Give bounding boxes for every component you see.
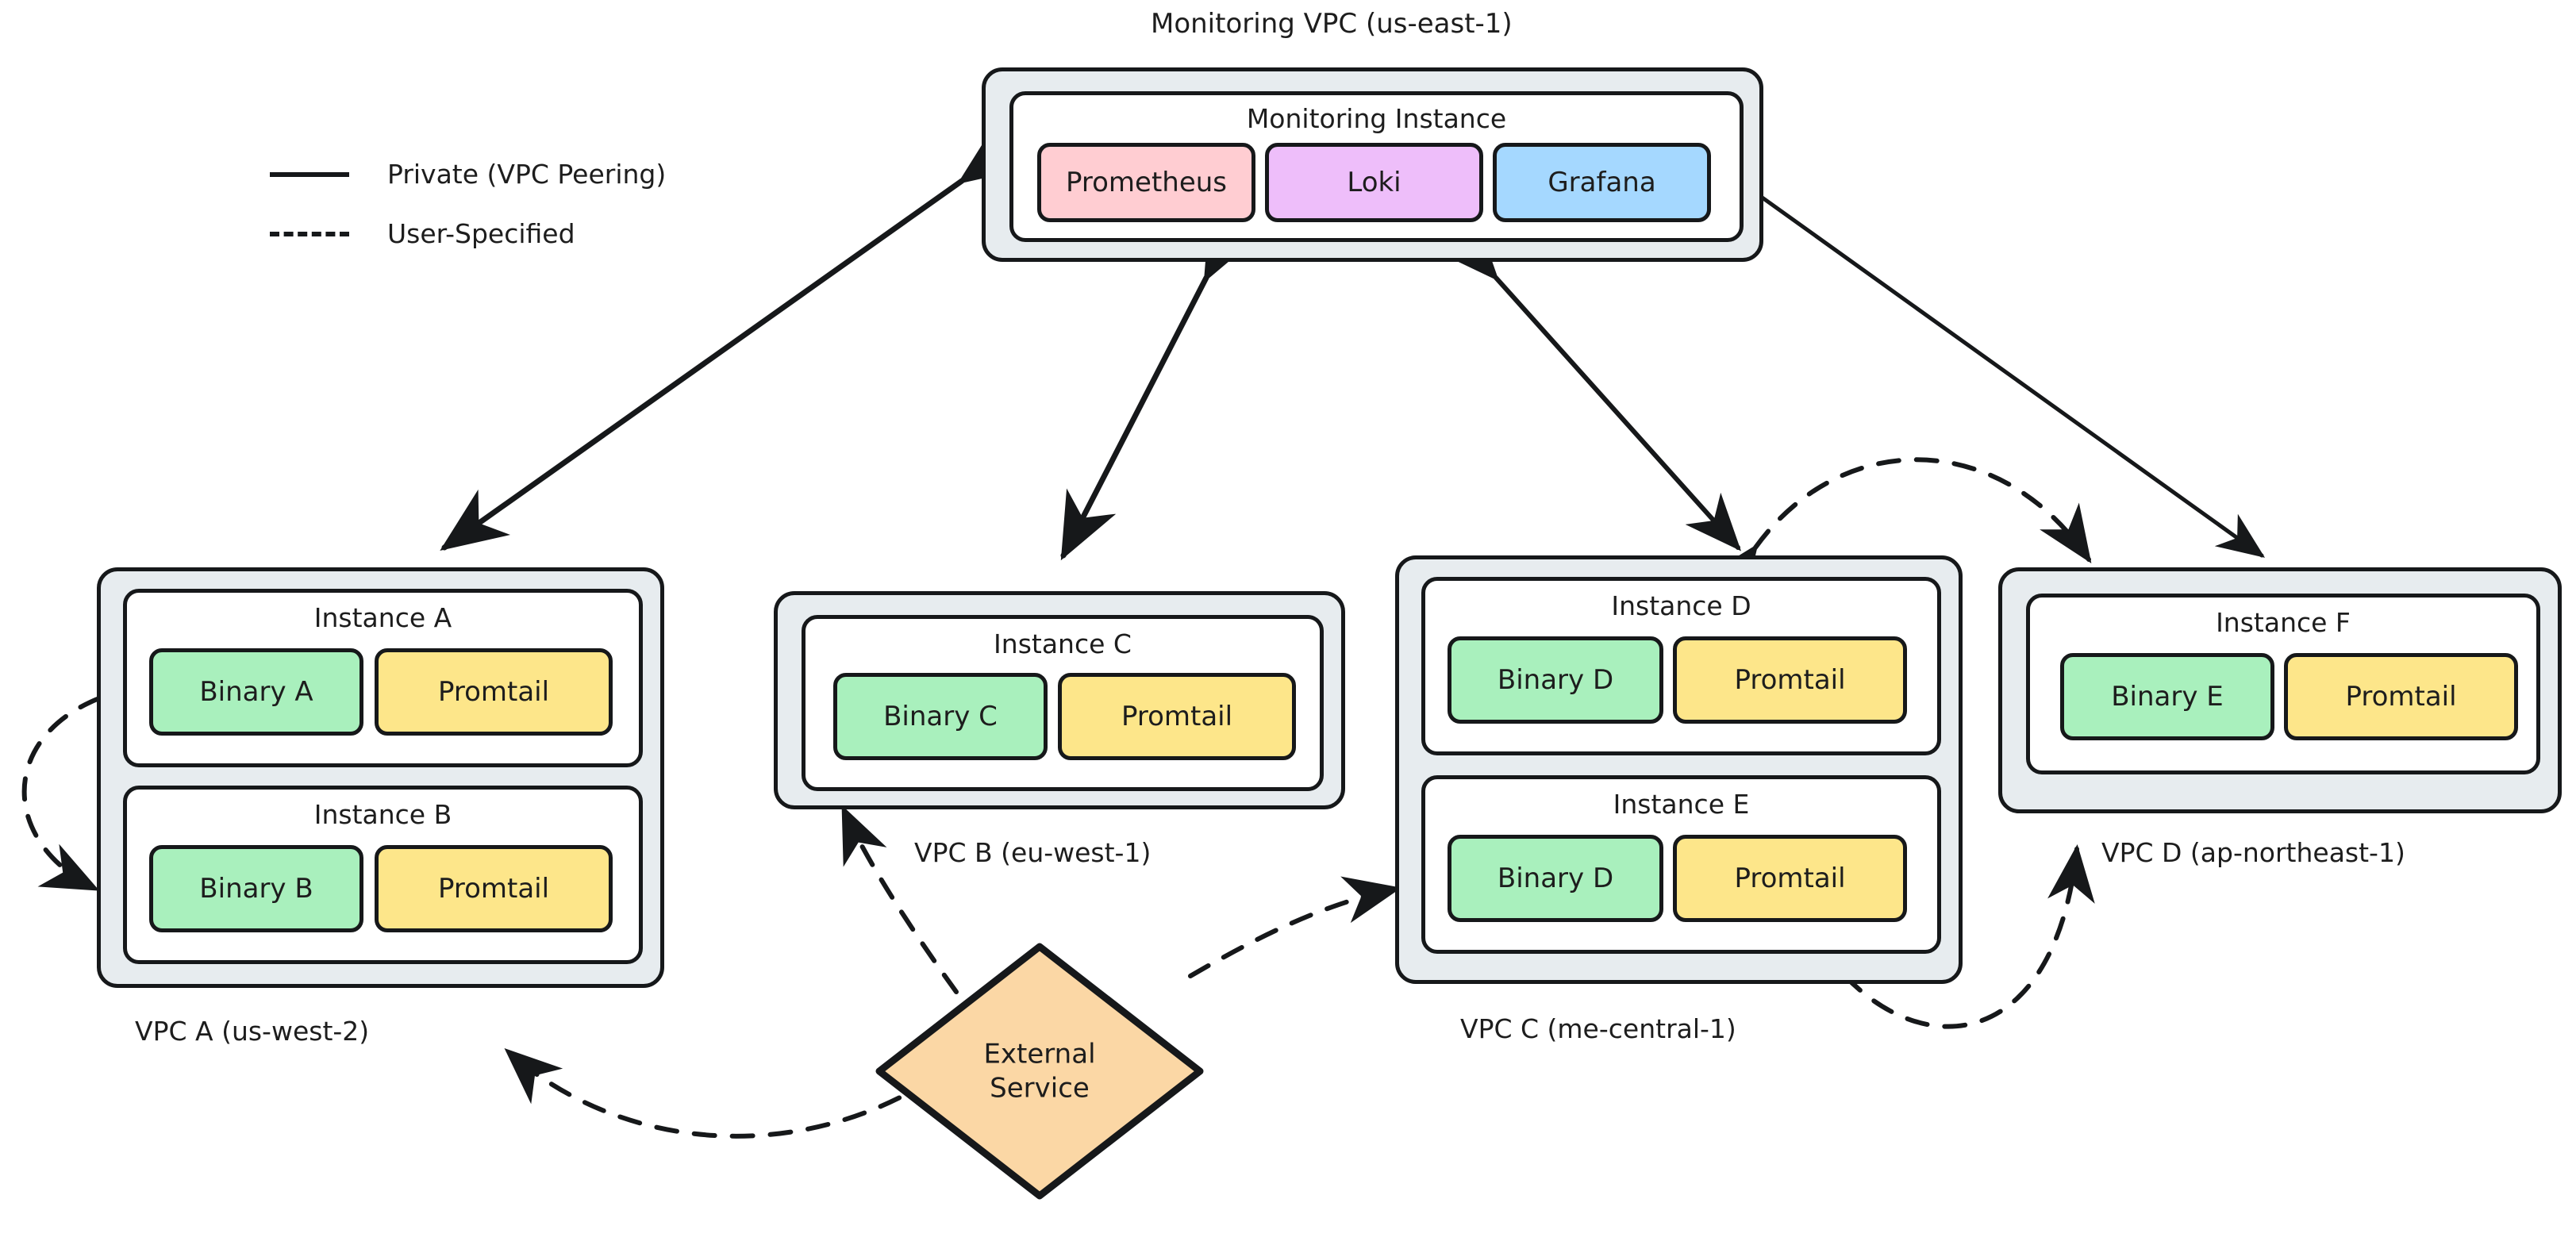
service-prometheus[interactable]: Prometheus [1037, 143, 1255, 222]
vpc-d-instance-f[interactable]: Instance F Binary E Promtail [2026, 594, 2540, 774]
vpc-c-instance-e[interactable]: Instance E Binary D Promtail [1421, 775, 1941, 954]
promtail-chip-e[interactable]: Promtail [1673, 835, 1907, 922]
external-service-labels: External Service [873, 1038, 1206, 1105]
binary-e-chip[interactable]: Binary E [2060, 653, 2274, 740]
vpc-c-instance-d[interactable]: Instance D Binary D Promtail [1421, 577, 1941, 755]
vpc-a-caption: VPC A (us-west-2) [135, 1016, 370, 1047]
legend-label-private: Private (VPC Peering) [387, 159, 667, 190]
vpc-b-caption: VPC B (eu-west-1) [914, 837, 1152, 868]
service-loki[interactable]: Loki [1265, 143, 1483, 222]
legend-solid-line-icon [270, 171, 349, 177]
monitoring-vpc-container[interactable]: Monitoring Instance Prometheus Loki Graf… [982, 67, 1763, 262]
vpc-d-caption: VPC D (ap-northeast-1) [2101, 837, 2405, 868]
vpc-c-caption: VPC C (me-central-1) [1460, 1013, 1736, 1044]
monitoring-instance[interactable]: Monitoring Instance Prometheus Loki Graf… [1009, 91, 1744, 242]
edge-vpcc-vpcd-upper [1705, 457, 2092, 605]
vpc-b-instance-c[interactable]: Instance C Binary C Promtail [802, 615, 1324, 791]
instance-d-title: Instance D [1611, 590, 1751, 621]
vpc-a-container[interactable]: Instance A Binary A Promtail Instance B … [97, 567, 664, 988]
promtail-chip-f[interactable]: Promtail [2284, 653, 2518, 740]
instance-b-title: Instance B [313, 799, 452, 830]
promtail-chip-b[interactable]: Promtail [375, 845, 613, 932]
vpc-c-container[interactable]: Instance D Binary D Promtail Instance E … [1395, 555, 1963, 984]
promtail-chip-c[interactable]: Promtail [1058, 673, 1296, 760]
vpc-b-container[interactable]: Instance C Binary C Promtail [774, 591, 1345, 809]
binary-b-chip[interactable]: Binary B [149, 845, 363, 932]
promtail-chip-a[interactable]: Promtail [375, 648, 613, 736]
legend-dashed-line-icon [270, 231, 349, 236]
service-grafana[interactable]: Grafana [1493, 143, 1711, 222]
edge-external-vpca [504, 1048, 935, 1139]
instance-f-title: Instance F [2216, 607, 2351, 638]
binary-d-chip[interactable]: Binary D [1448, 636, 1663, 724]
diamond-shape-icon [875, 943, 1204, 1200]
promtail-chip-d[interactable]: Promtail [1673, 636, 1907, 724]
monitoring-instance-title: Monitoring Instance [1246, 103, 1507, 134]
external-service-line1: External [983, 1038, 1096, 1070]
binary-a-chip[interactable]: Binary A [149, 648, 363, 736]
instance-a-title: Instance A [313, 602, 452, 633]
legend-item-user-specified: User-Specified [270, 218, 575, 249]
vpc-d-container[interactable]: Instance F Binary E Promtail [1998, 567, 2562, 813]
vpc-a-instance-a[interactable]: Instance A Binary A Promtail [123, 589, 643, 767]
edge-instancea-instanceb [21, 656, 157, 891]
edge-monitoring-vpcc [1443, 222, 1742, 551]
binary-c-chip[interactable]: Binary C [833, 673, 1048, 760]
monitoring-vpc-caption: Monitoring VPC (us-east-1) [1151, 8, 1513, 40]
binary-d-chip-e[interactable]: Binary D [1448, 835, 1663, 922]
instance-e-title: Instance E [1613, 789, 1750, 820]
vpc-a-instance-b[interactable]: Instance B Binary B Promtail [123, 786, 643, 964]
legend-item-private: Private (VPC Peering) [270, 159, 666, 190]
edge-monitoring-vpcb [1060, 210, 1259, 561]
legend: Private (VPC Peering) User-Specified [270, 139, 762, 249]
instance-c-title: Instance C [994, 628, 1132, 659]
external-service-line2: Service [990, 1072, 1090, 1104]
legend-label-user-specified: User-Specified [387, 218, 575, 249]
edge-monitoring-vpcd [1710, 152, 2266, 558]
external-service-node[interactable]: External Service [873, 940, 1206, 1202]
edge-external-vpcc [1188, 876, 1401, 978]
